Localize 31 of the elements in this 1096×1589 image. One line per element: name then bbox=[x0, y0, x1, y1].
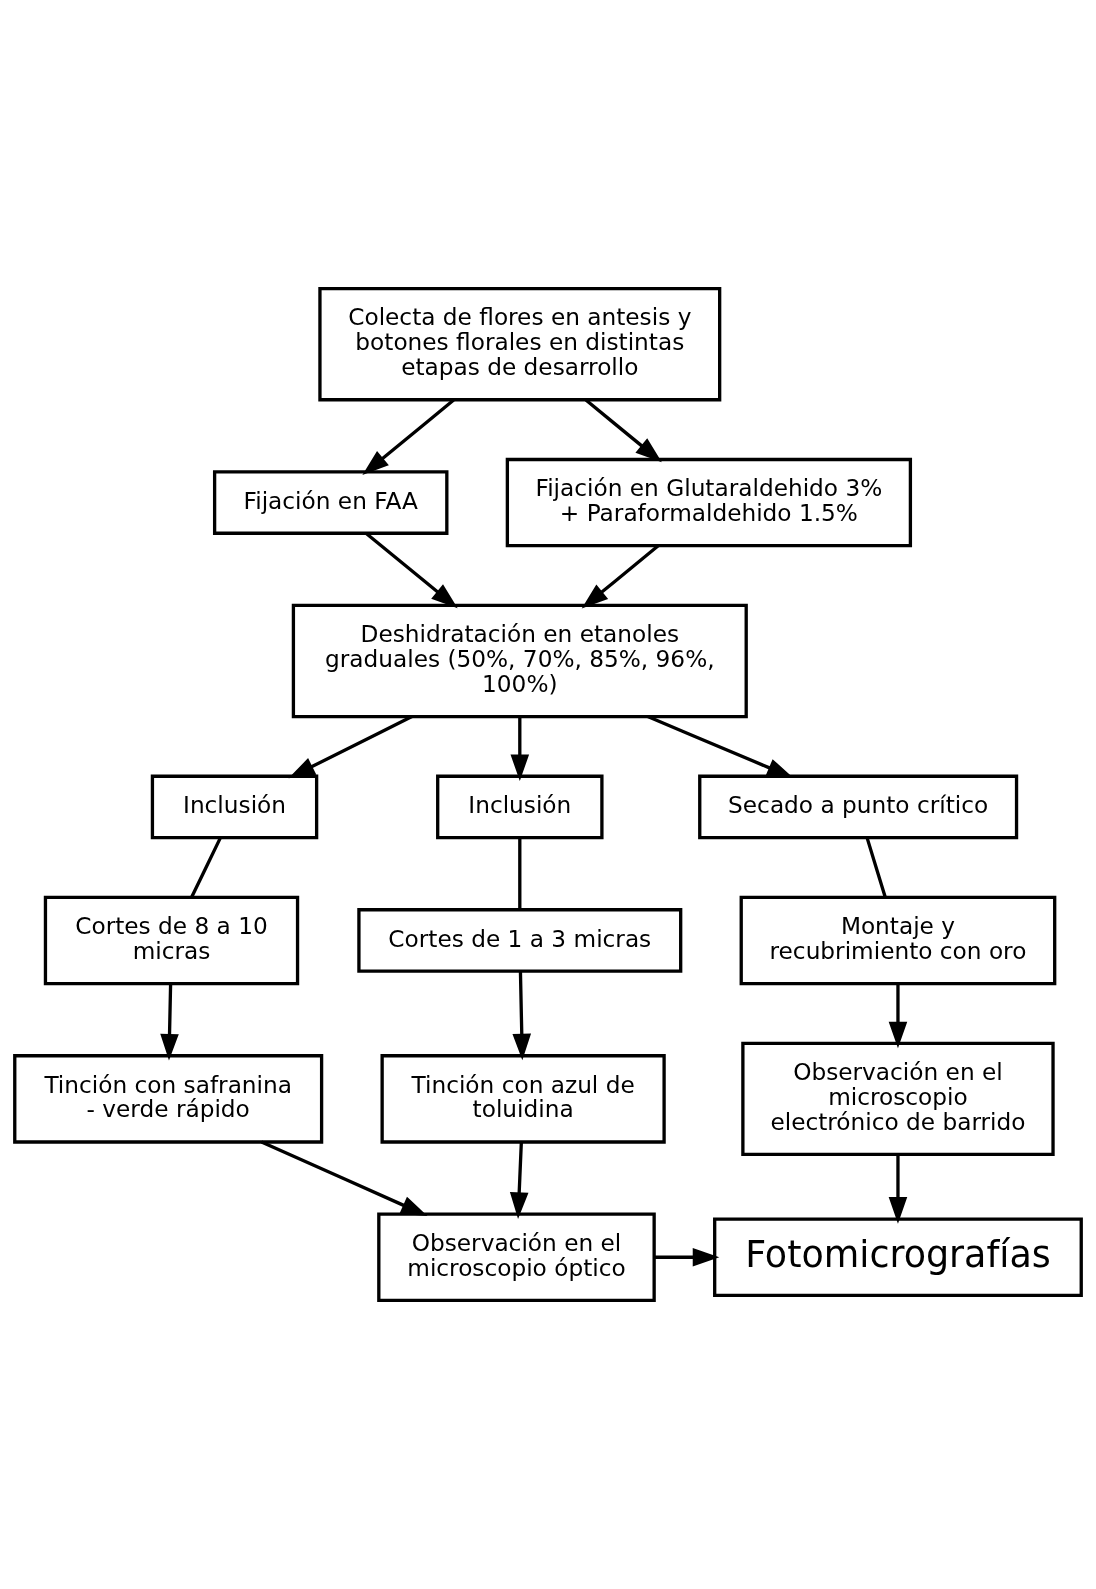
node-box: Tinción con azul de toluidina bbox=[380, 1054, 666, 1144]
arrow bbox=[512, 971, 532, 1061]
arrow bbox=[888, 1154, 908, 1224]
node-box: Colecta de flores en antesis y botones florales en distintas etapas de desarrollo bbox=[318, 286, 722, 402]
connector bbox=[190, 837, 222, 898]
arrow bbox=[288, 715, 413, 779]
node-box: Secado a punto crítico bbox=[698, 774, 1019, 840]
node-box: Cortes de 1 a 3 micras bbox=[357, 908, 683, 973]
arrow bbox=[510, 716, 530, 782]
node-box: Observación en el microscopio óptico bbox=[377, 1212, 656, 1303]
node-box: Fijación en FAA bbox=[212, 470, 449, 535]
node-box: Deshidratación en etanoles graduales (50%, 70%, 85%, 96%, 100%) bbox=[291, 603, 748, 719]
node-box: Tinción con safranina - verde rápido bbox=[13, 1054, 324, 1144]
node-box: Cortes de 8 a 10 micras bbox=[43, 895, 300, 986]
node-box: Fotomicrografías bbox=[713, 1217, 1083, 1298]
node-box: Fijación en Glutaraldehido 3% + Paraformaldehido 1.5% bbox=[505, 457, 913, 548]
connector bbox=[865, 837, 887, 898]
arrow bbox=[581, 544, 660, 609]
arrow bbox=[888, 983, 908, 1049]
arrow bbox=[260, 1140, 428, 1216]
node-box: Inclusión bbox=[150, 774, 319, 840]
arrow bbox=[584, 398, 662, 463]
node-box: Montaje y recubrimiento con oro bbox=[739, 895, 1057, 986]
node-box: Observación en el microscopio electrónico de barrido bbox=[741, 1041, 1055, 1157]
connector bbox=[518, 838, 522, 910]
arrow bbox=[160, 983, 179, 1061]
arrow bbox=[654, 1247, 720, 1267]
arrow bbox=[362, 398, 455, 475]
arrow bbox=[509, 1142, 529, 1219]
arrow bbox=[365, 532, 458, 609]
node-box: Inclusión bbox=[436, 774, 604, 840]
